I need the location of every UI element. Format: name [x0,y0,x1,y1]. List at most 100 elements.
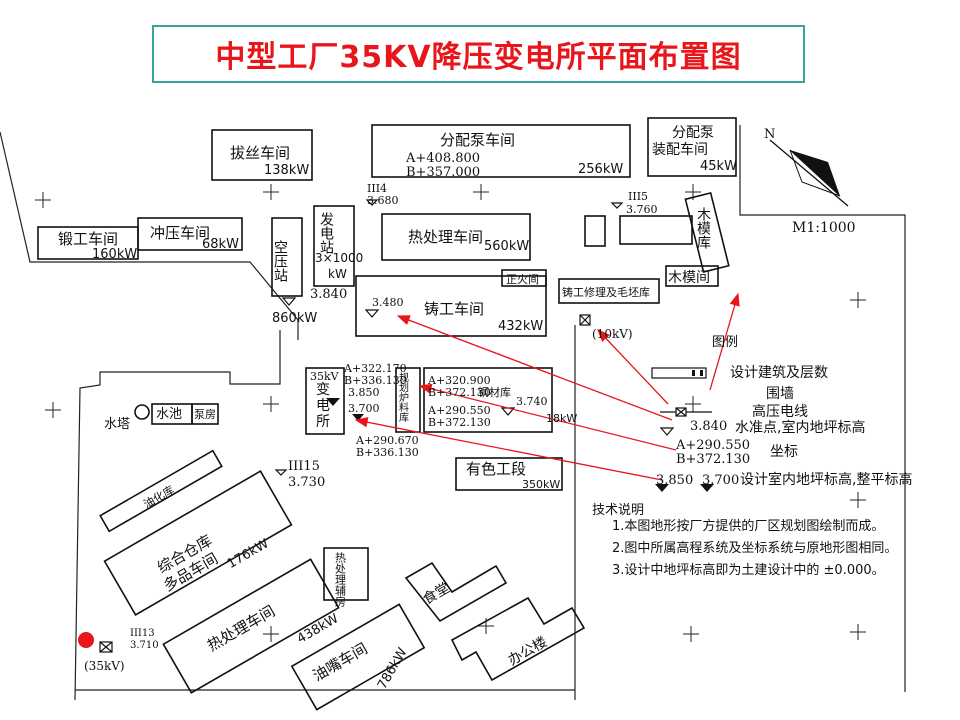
label-35kv: (35kV) [84,659,125,673]
building-youhua [99,449,223,533]
building-rechuli-fu [323,547,369,601]
legend-elev2: 3.700 [702,473,739,488]
legend-building: 设计建筑及层数 [730,365,828,381]
label-guihua: 规划炉料库 [397,371,409,423]
label-bengfang: 泵房 [194,408,216,421]
label-fp-zp1: 分配泵 [672,125,714,141]
building-fadian [313,205,355,287]
building-dianxiu [619,215,693,245]
bench-5-value: 3.760 [626,203,658,216]
label-zhugong-xiuli: 铸工修理及毛坯库 [562,285,650,299]
bench-4-value: 3.680 [367,194,399,207]
power-rechuli1: 560kW [484,239,529,254]
legend-bench-desc: 水准点,室内地坪标高 [735,419,865,436]
label-bashi: 拔丝车间 [230,144,290,162]
power-zhugong: 432kW [498,319,543,334]
hv-35kv-symbol [99,641,113,653]
label-shuichi: 水池 [156,407,182,422]
building-zhugong-xiuli [558,278,660,304]
building-fenpeibeng-zhuangpei [647,117,737,177]
label-fadian: 发电站 [318,212,334,254]
building-kongya [271,217,303,297]
legend-wall: 围墙 [766,386,794,402]
building-bashi [211,129,313,181]
legend-elev1: 3.850 [656,473,693,488]
shuita-circle [134,404,150,420]
building-zonghe [103,470,293,616]
label-shitang: 食堂 [420,579,453,608]
page-title: 中型工厂35KV降压变电所平面布置图 [215,40,742,75]
label-zhenghuo: 正火间 [506,273,539,286]
label-shuita: 水塔 [104,417,130,432]
power-bashi: 138kW [264,163,309,178]
label-fp-zp2: 装配车间 [652,141,708,158]
power-fp-zp: 45kW [700,159,737,174]
label-rechuli1: 热处理车间 [408,228,483,246]
legend-coordA: A+290.550 [675,438,750,453]
sub-b1: B+336.130 [344,374,407,387]
power-zonghe: 176kW [225,536,272,572]
fadian-spec: 3×1000 [315,251,363,265]
coord-fenpeibeng-a: A+408.800 [405,151,480,166]
building-mumo [665,265,719,287]
label-zhugong: 铸工车间 [424,300,484,318]
label-kongya: 空压站 [272,240,288,282]
legend-wall-symbol [692,370,703,376]
label-youse: 有色工段 [466,460,526,478]
legend-building-symbol [651,367,707,379]
label-youzui: 油嘴车间 [310,639,371,685]
north-arrow-icon: N [764,127,849,207]
hv-10kv-symbol [579,314,591,326]
legend-hv: 高压电线 [752,403,808,420]
elev-zhugong: 3.480 [372,296,404,309]
gc-b1: B+372.130 [428,386,491,399]
site-boundary [0,125,906,701]
building-rechuli1 [381,213,531,261]
sub-e2: 3.700 [348,402,380,415]
power-fenpeibeng: 256kW [578,162,623,177]
note-2: 2.图中所属高程系统及坐标系统与原地形图相同。 [612,540,897,556]
sub-e1: 3.850 [348,386,380,399]
label-duan: 锻工车间 [58,230,118,248]
legend-coordB: B+372.130 [676,452,750,467]
sub-a2: A+290.670 [355,434,419,447]
label-mumo: 木模间 [668,270,710,286]
gc-b2: B+372.130 [428,416,491,429]
building-rechuli2 [162,558,340,694]
gc-a1: A+320.900 [427,374,491,387]
power-duan: 160kW [92,247,137,262]
bench-4-label: III4 [367,182,387,195]
north-label: N [764,127,775,142]
legend-elev-desc: 设计室内地坪标高,整平标高 [740,471,912,488]
label-bangong: 办公楼 [506,634,550,669]
grid-crosses [35,184,866,642]
power-youse: 350kW [522,478,560,491]
bench-15-label: III15 [288,459,320,474]
coord-fenpeibeng-b: B+357.000 [406,165,480,180]
title-box: 中型工厂35KV降压变电所平面布置图 [152,25,805,83]
legend-bench-value: 3.840 [690,419,727,434]
scale-label: M1:1000 [792,220,856,236]
label-youhua: 油化库 [141,482,177,511]
building-shitang [404,561,508,623]
sub-voltage: 35kV [310,370,340,383]
building-bengfang [191,403,219,425]
power-gangcai: 18kW [546,412,577,425]
power-youzui: 786kW [375,645,411,692]
notes-title: 技术说明 [592,503,644,518]
building-fenpeibeng [371,124,631,178]
bench-5-label: III5 [628,190,648,203]
building-bangong [450,596,586,682]
sub-a1: A+322.170 [343,362,407,375]
label-gangcai: 钢材库 [478,385,511,399]
building-mumo-ku [684,191,730,273]
label-rechuli2: 热处理车间 [204,602,278,655]
sub-name2: 电 [316,398,330,414]
gc-e: 3.740 [516,395,548,408]
sub-name1: 变 [316,382,330,398]
building-chongya [137,217,243,251]
annotation-arrows [354,292,740,481]
vertical-labels: 空压站 发电站 木模库 规划炉料库 热处理辅房 [272,207,711,608]
label-10kv: (10kV) [592,327,633,341]
